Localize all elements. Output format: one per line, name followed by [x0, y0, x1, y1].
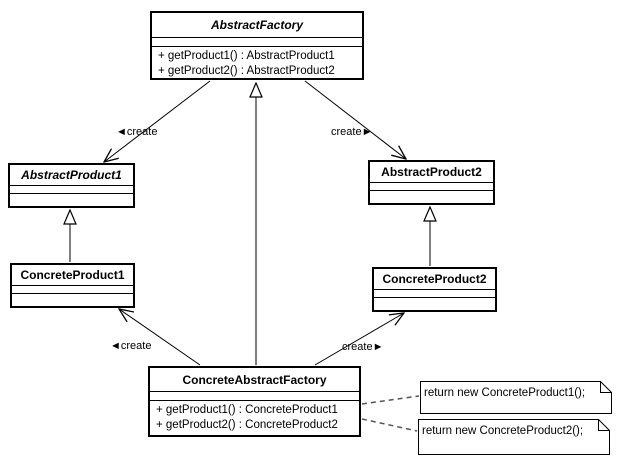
attributes-compartment: [152, 37, 362, 46]
note-outline: [420, 381, 612, 414]
create-label-text: create: [126, 126, 158, 138]
note-fold-corner: [600, 381, 612, 393]
method-signature: + getProduct1() : AbstractProduct1: [158, 50, 335, 62]
create-label-top-right: create►: [331, 126, 372, 138]
create-label-bottom-left: ◄create: [110, 340, 151, 352]
create-label-top-left: ◄create: [116, 126, 157, 138]
uml-note-product1[interactable]: return new ConcreteProduct1();: [420, 381, 612, 414]
class-abstract-product1[interactable]: AbstractProduct1: [8, 163, 135, 208]
methods-compartment: + getProduct1() : ConcreteProduct1 + get…: [150, 400, 359, 435]
attributes-compartment: [374, 289, 495, 297]
class-title: ConcreteProduct2: [382, 272, 487, 286]
class-abstract-product2[interactable]: AbstractProduct2: [368, 160, 495, 205]
dependency-factory-to-product1: [104, 80, 211, 162]
create-label-bottom-right: create►: [342, 341, 383, 353]
create-label-text: create: [342, 341, 373, 353]
create-direction-left-icon: ◄: [116, 125, 127, 138]
class-concrete-abstract-factory[interactable]: ConcreteAbstractFactory + getProduct1() …: [148, 366, 361, 437]
class-title: ConcreteAbstractFactory: [182, 372, 327, 387]
note-text: return new ConcreteProduct2();: [422, 425, 584, 437]
class-abstract-factory[interactable]: AbstractFactory + getProduct1() : Abstra…: [150, 11, 364, 80]
create-label-text: create: [120, 340, 152, 352]
class-concrete-product2[interactable]: ConcreteProduct2: [372, 267, 497, 312]
attributes-compartment: [150, 391, 359, 400]
attributes-compartment: [370, 182, 493, 190]
dependency-concretefactory-to-concreteproduct2: [314, 313, 404, 366]
methods-compartment: [10, 193, 133, 206]
note-connector-2: [361, 418, 418, 432]
note-fold-corner: [598, 419, 610, 431]
dependency-concretefactory-to-concreteproduct1: [119, 309, 201, 366]
class-title: AbstractProduct2: [381, 165, 482, 179]
method-signature: + getProduct2() : ConcreteProduct2: [156, 419, 338, 431]
methods-compartment: [12, 293, 133, 306]
methods-compartment: [374, 297, 495, 310]
method-signature: + getProduct1() : ConcreteProduct1: [156, 404, 338, 416]
class-title: AbstractProduct1: [21, 168, 122, 182]
methods-compartment: + getProduct1() : AbstractProduct1 + get…: [152, 46, 362, 79]
uml-note-product2[interactable]: return new ConcreteProduct2();: [418, 419, 610, 455]
note-connector-1: [361, 395, 420, 405]
class-title: ConcreteProduct1: [20, 268, 125, 282]
attributes-compartment: [12, 285, 133, 293]
attributes-compartment: [10, 185, 133, 193]
class-concrete-product1[interactable]: ConcreteProduct1: [10, 263, 135, 308]
methods-compartment: [370, 190, 493, 203]
create-label-text: create: [331, 126, 362, 138]
create-direction-right-icon: ►: [361, 125, 373, 138]
note-text: return new ConcreteProduct1();: [424, 387, 586, 399]
note-outline: [418, 419, 610, 455]
create-direction-left-icon: ◄: [110, 339, 121, 352]
dependency-factory-to-product2: [304, 80, 406, 159]
create-direction-right-icon: ►: [372, 340, 384, 353]
class-title: AbstractFactory: [210, 18, 304, 32]
method-signature: + getProduct2() : AbstractProduct2: [158, 65, 335, 77]
